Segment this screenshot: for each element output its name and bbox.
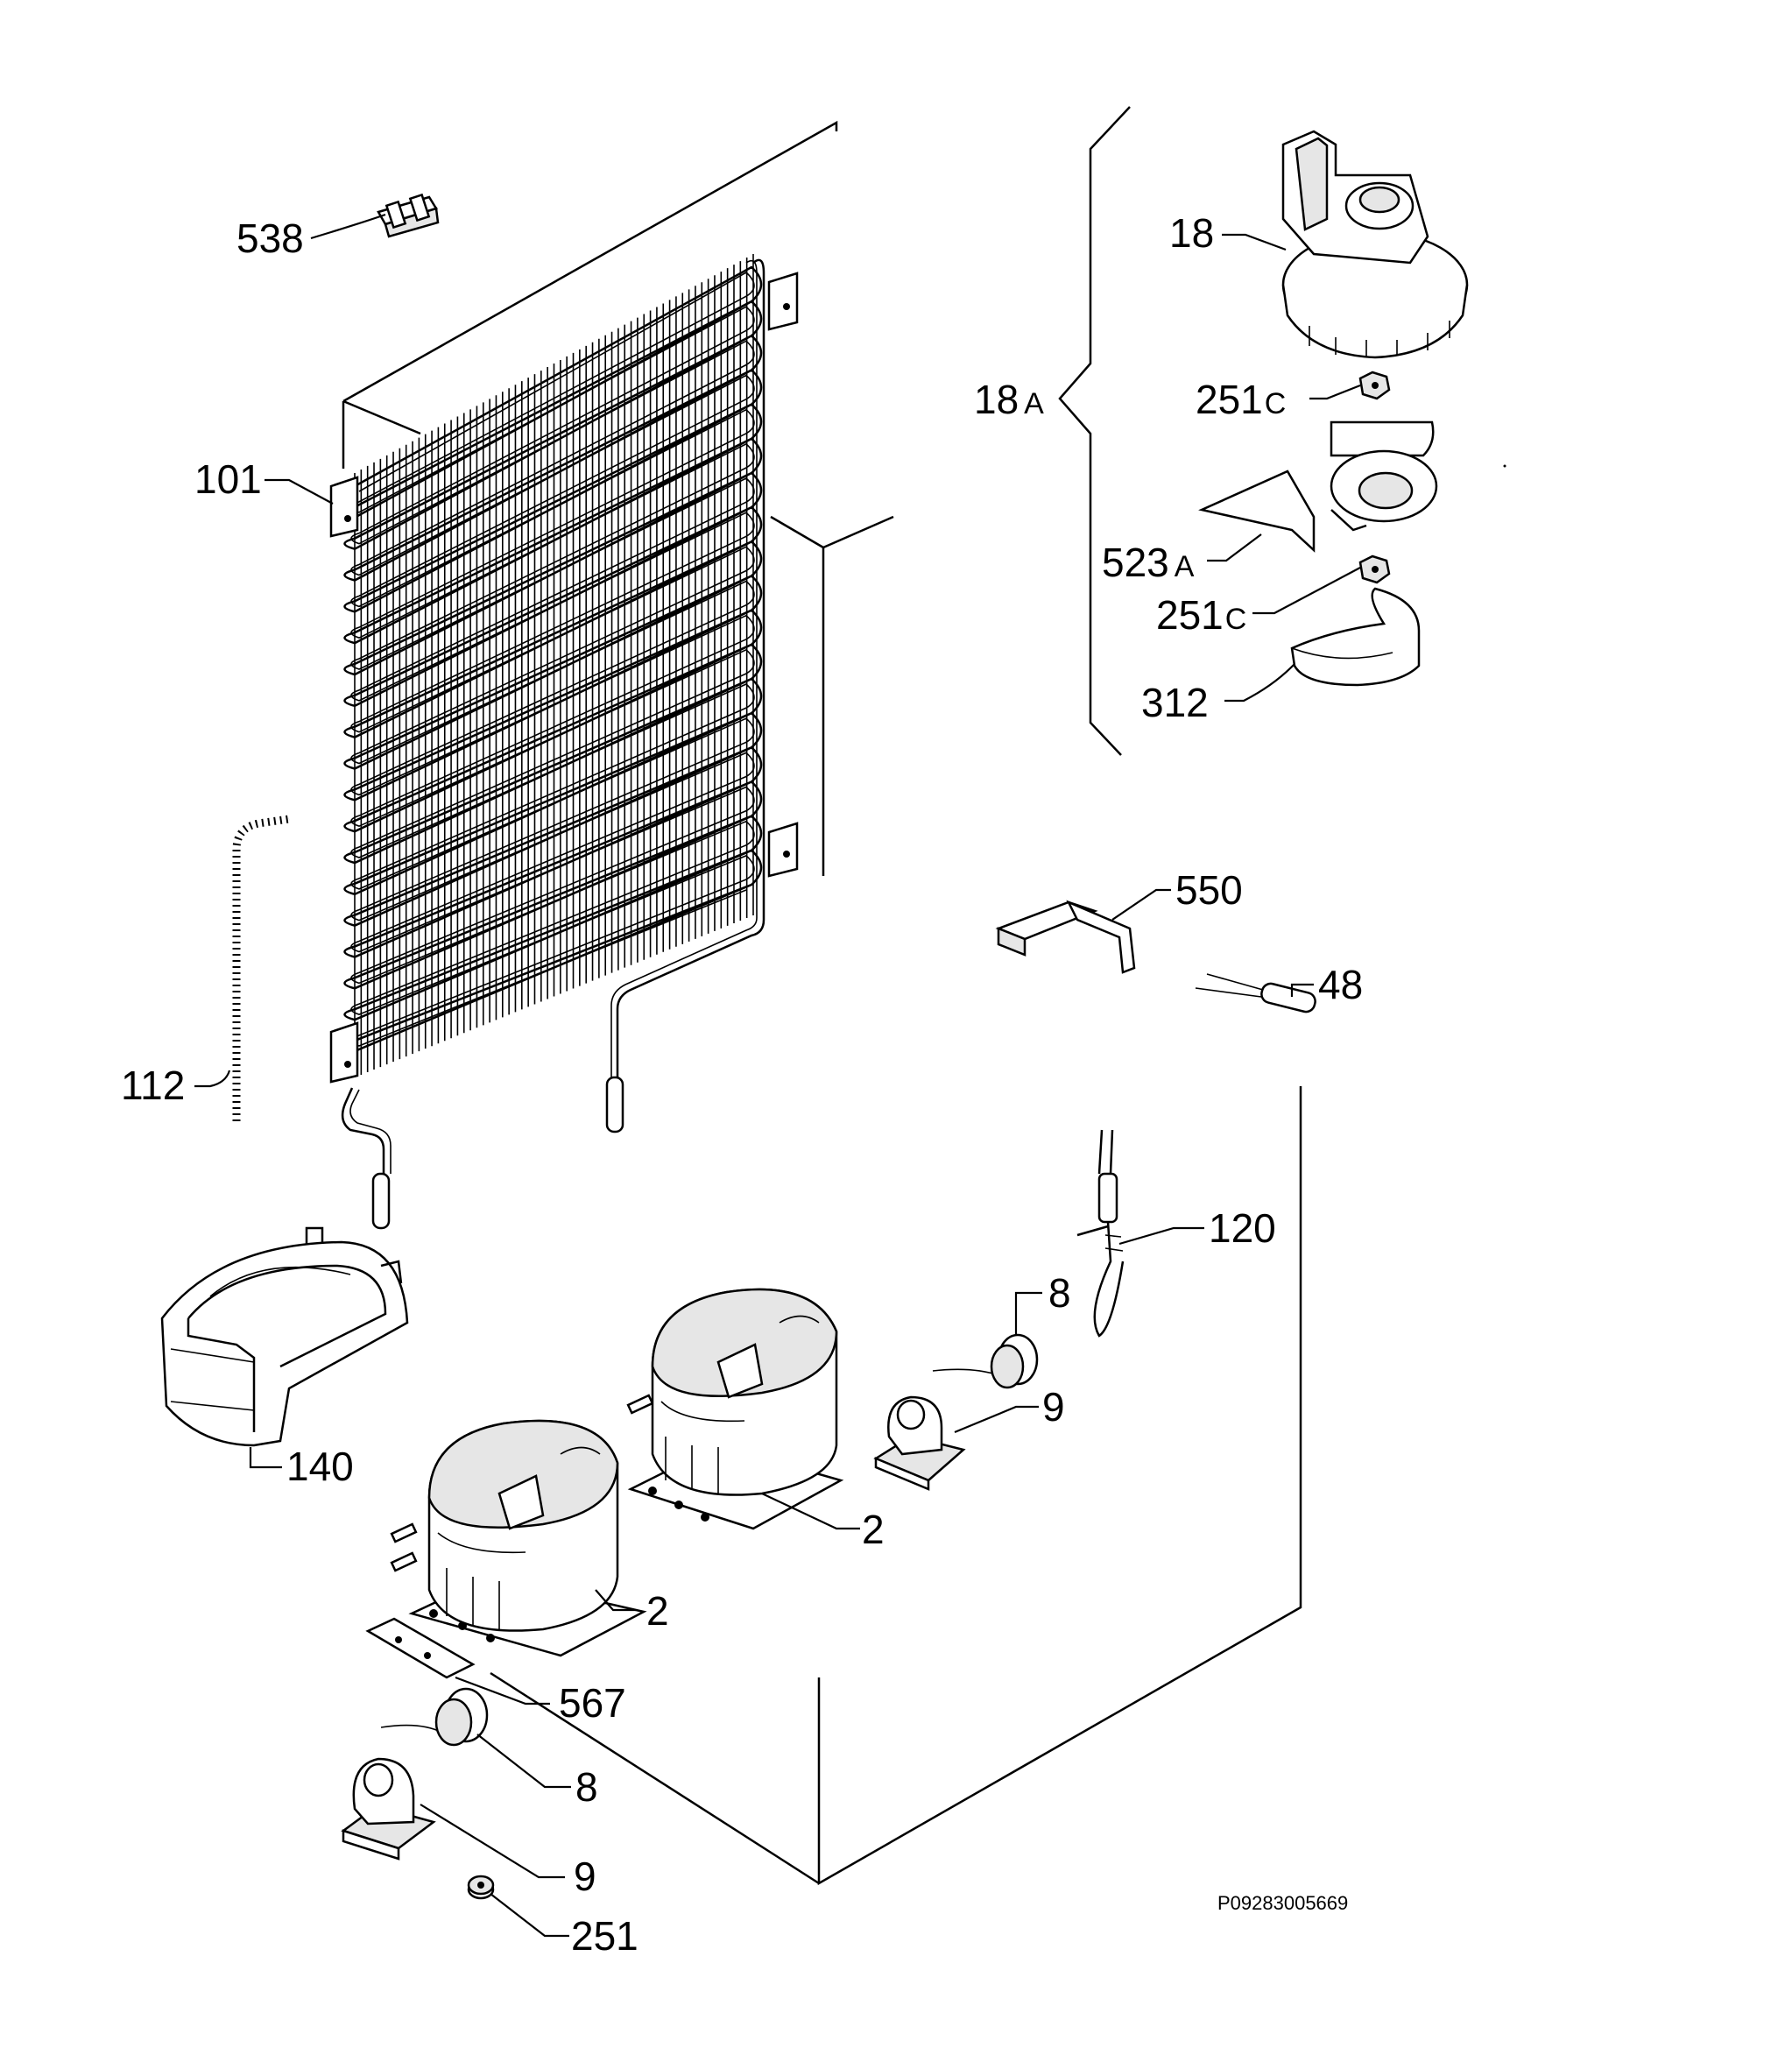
label-550: 550: [1175, 867, 1243, 913]
sensor-48: [1195, 973, 1316, 1013]
label-140: 140: [286, 1444, 354, 1489]
relay-clamp-top: [873, 1395, 966, 1491]
label-2-bottom: 2: [646, 1588, 669, 1634]
cabinet-outline: [342, 120, 1506, 1886]
label-9-bottom: 9: [574, 1854, 596, 1899]
fan-bracket-523a: [1198, 420, 1438, 553]
fan-cover-312: [1290, 587, 1421, 687]
label-251c-top: 251C: [1196, 377, 1286, 422]
condenser-bracket: [329, 476, 359, 538]
label-538: 538: [236, 215, 304, 261]
compressor-top: [626, 1288, 844, 1530]
nut-251c-top: [1358, 371, 1391, 400]
mounting-plate-567: [365, 1617, 476, 1679]
assembly-18a-bracket: [1058, 106, 1131, 756]
label-120: 120: [1209, 1205, 1276, 1251]
sensor-120: [1076, 1129, 1125, 1338]
document-number: P09283005669: [1217, 1892, 1348, 1914]
label-8-top: 8: [1048, 1270, 1071, 1316]
bracket-550: [995, 900, 1136, 974]
fan-motor-18: [1281, 130, 1469, 359]
leader-lines: [194, 213, 1361, 1938]
label-2-top: 2: [862, 1507, 885, 1552]
drain-hose-112: [232, 815, 290, 1121]
label-112: 112: [121, 1063, 185, 1108]
label-9-top: 9: [1042, 1384, 1065, 1430]
nut-251: [467, 1875, 495, 1900]
nut-251c-bottom: [1358, 554, 1391, 584]
label-251c-bottom: 251C: [1156, 592, 1246, 638]
label-251: 251: [571, 1913, 638, 1959]
relay-clamp-bottom: [341, 1757, 436, 1861]
label-312: 312: [1141, 680, 1209, 725]
label-567: 567: [559, 1680, 626, 1726]
condenser-bracket: [767, 822, 799, 878]
label-8-bottom: 8: [575, 1764, 598, 1810]
label-101: 101: [194, 456, 262, 502]
drip-tray-140: [160, 1226, 409, 1447]
clip-538: [377, 193, 440, 238]
compressor-bottom: [390, 1419, 647, 1657]
condenser-bracket: [767, 272, 799, 331]
condenser: [329, 254, 799, 1230]
condenser-bracket: [329, 1021, 359, 1084]
label-48: 48: [1318, 962, 1363, 1007]
label-18: 18: [1169, 210, 1214, 256]
starter-relay-top: [932, 1333, 1039, 1389]
starter-relay-bottom: [380, 1687, 489, 1747]
